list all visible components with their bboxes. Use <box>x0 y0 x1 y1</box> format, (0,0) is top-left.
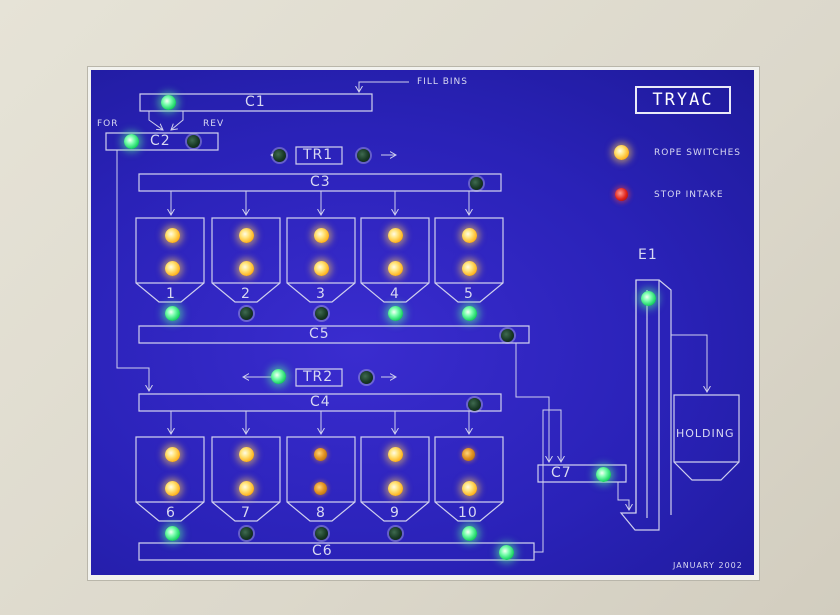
bin-8-low-level-led <box>314 482 327 495</box>
bin-4-outlet-led[interactable] <box>388 306 403 321</box>
bin-number: 6 <box>166 505 176 521</box>
bin-6-low-level-led <box>165 481 180 496</box>
conveyor-c3 <box>139 174 501 191</box>
bin-number: 2 <box>241 286 251 302</box>
tr1-label: TR1 <box>303 147 334 163</box>
bin-3-low-level-led <box>314 261 329 276</box>
bin-6-high-level-led <box>165 447 180 462</box>
c5-status-led[interactable] <box>501 329 514 342</box>
fill-bins-label: FILL BINS <box>417 77 468 87</box>
conveyor-tr2 <box>296 369 342 386</box>
bin-number: 9 <box>390 505 400 521</box>
bin-number: 5 <box>464 286 474 302</box>
c7-label: C7 <box>551 465 572 481</box>
bin-5-outlet-led[interactable] <box>462 306 477 321</box>
conveyor-c6 <box>139 543 534 560</box>
elevator-e1 <box>621 280 659 530</box>
bin-1-outlet-led[interactable] <box>165 306 180 321</box>
c2-label: C2 <box>150 133 171 149</box>
bin-2-low-level-led <box>239 261 254 276</box>
bin-5-low-level-led <box>462 261 477 276</box>
tr2-right-led[interactable] <box>360 371 373 384</box>
tr2-label: TR2 <box>303 369 334 385</box>
bin-number: 4 <box>390 286 400 302</box>
bin-6-outlet-led[interactable] <box>165 526 180 541</box>
bin-7-outlet-led[interactable] <box>240 527 253 540</box>
rev-label: REV <box>203 119 225 129</box>
tr2-left-led[interactable] <box>271 369 286 384</box>
bin-number: 7 <box>241 505 251 521</box>
bin-10-high-level-led <box>462 448 475 461</box>
stop-intake-label: STOP INTAKE <box>654 190 724 200</box>
bin-8-outlet-led[interactable] <box>315 527 328 540</box>
bin-8-high-level-led <box>314 448 327 461</box>
c2-forward-led[interactable] <box>124 134 139 149</box>
control-panel: TRYAC FILL BINS FOR REV C1 C2 TR1 C3 C5 … <box>91 70 754 575</box>
bin-7-low-level-led <box>239 481 254 496</box>
c4-status-led[interactable] <box>468 398 481 411</box>
bin-10-outlet-led[interactable] <box>462 526 477 541</box>
rope-switch-indicator <box>614 145 629 160</box>
c3-label: C3 <box>310 174 331 190</box>
bin-1-low-level-led <box>165 261 180 276</box>
conveyor-c4 <box>139 394 501 411</box>
bin-4-high-level-led <box>388 228 403 243</box>
c5-label: C5 <box>309 326 330 342</box>
c3-status-led[interactable] <box>470 177 483 190</box>
conveyor-c1 <box>140 94 372 111</box>
bin-1-high-level-led <box>165 228 180 243</box>
stop-intake-indicator <box>615 188 628 201</box>
tr1-right-led[interactable] <box>357 149 370 162</box>
rope-switches-label: ROPE SWITCHES <box>654 148 741 158</box>
e1-status-led[interactable] <box>641 291 656 306</box>
c7-status-led[interactable] <box>596 467 611 482</box>
c1-status-led[interactable] <box>161 95 176 110</box>
c6-label: C6 <box>312 543 333 559</box>
bin-4-low-level-led <box>388 261 403 276</box>
c4-label: C4 <box>310 394 331 410</box>
c1-label: C1 <box>245 94 266 110</box>
for-label: FOR <box>97 119 119 129</box>
bin-number: 10 <box>458 505 478 521</box>
tryac-logo: TRYAC <box>635 86 731 114</box>
conveyor-tr1 <box>296 147 342 164</box>
c6-status-led[interactable] <box>499 545 514 560</box>
bin-5-high-level-led <box>462 228 477 243</box>
bin-10-low-level-led <box>462 481 477 496</box>
bin-2-outlet-led[interactable] <box>240 307 253 320</box>
conveyor-c5 <box>139 326 529 343</box>
conveyor-c7 <box>538 465 626 482</box>
bin-9-low-level-led <box>388 481 403 496</box>
bin-9-outlet-led[interactable] <box>389 527 402 540</box>
bin-number: 1 <box>166 286 176 302</box>
date-label: JANUARY 2002 <box>673 561 743 570</box>
bin-3-high-level-led <box>314 228 329 243</box>
holding-label: HOLDING <box>676 427 735 440</box>
tr1-left-led[interactable] <box>273 149 286 162</box>
e1-label: E1 <box>638 247 658 263</box>
bin-3-outlet-led[interactable] <box>315 307 328 320</box>
bin-number: 3 <box>316 286 326 302</box>
bin-7-high-level-led <box>239 447 254 462</box>
bin-number: 8 <box>316 505 326 521</box>
bin-2-high-level-led <box>239 228 254 243</box>
c2-reverse-led[interactable] <box>187 135 200 148</box>
mimic-diagram <box>91 70 754 575</box>
bin-9-high-level-led <box>388 447 403 462</box>
